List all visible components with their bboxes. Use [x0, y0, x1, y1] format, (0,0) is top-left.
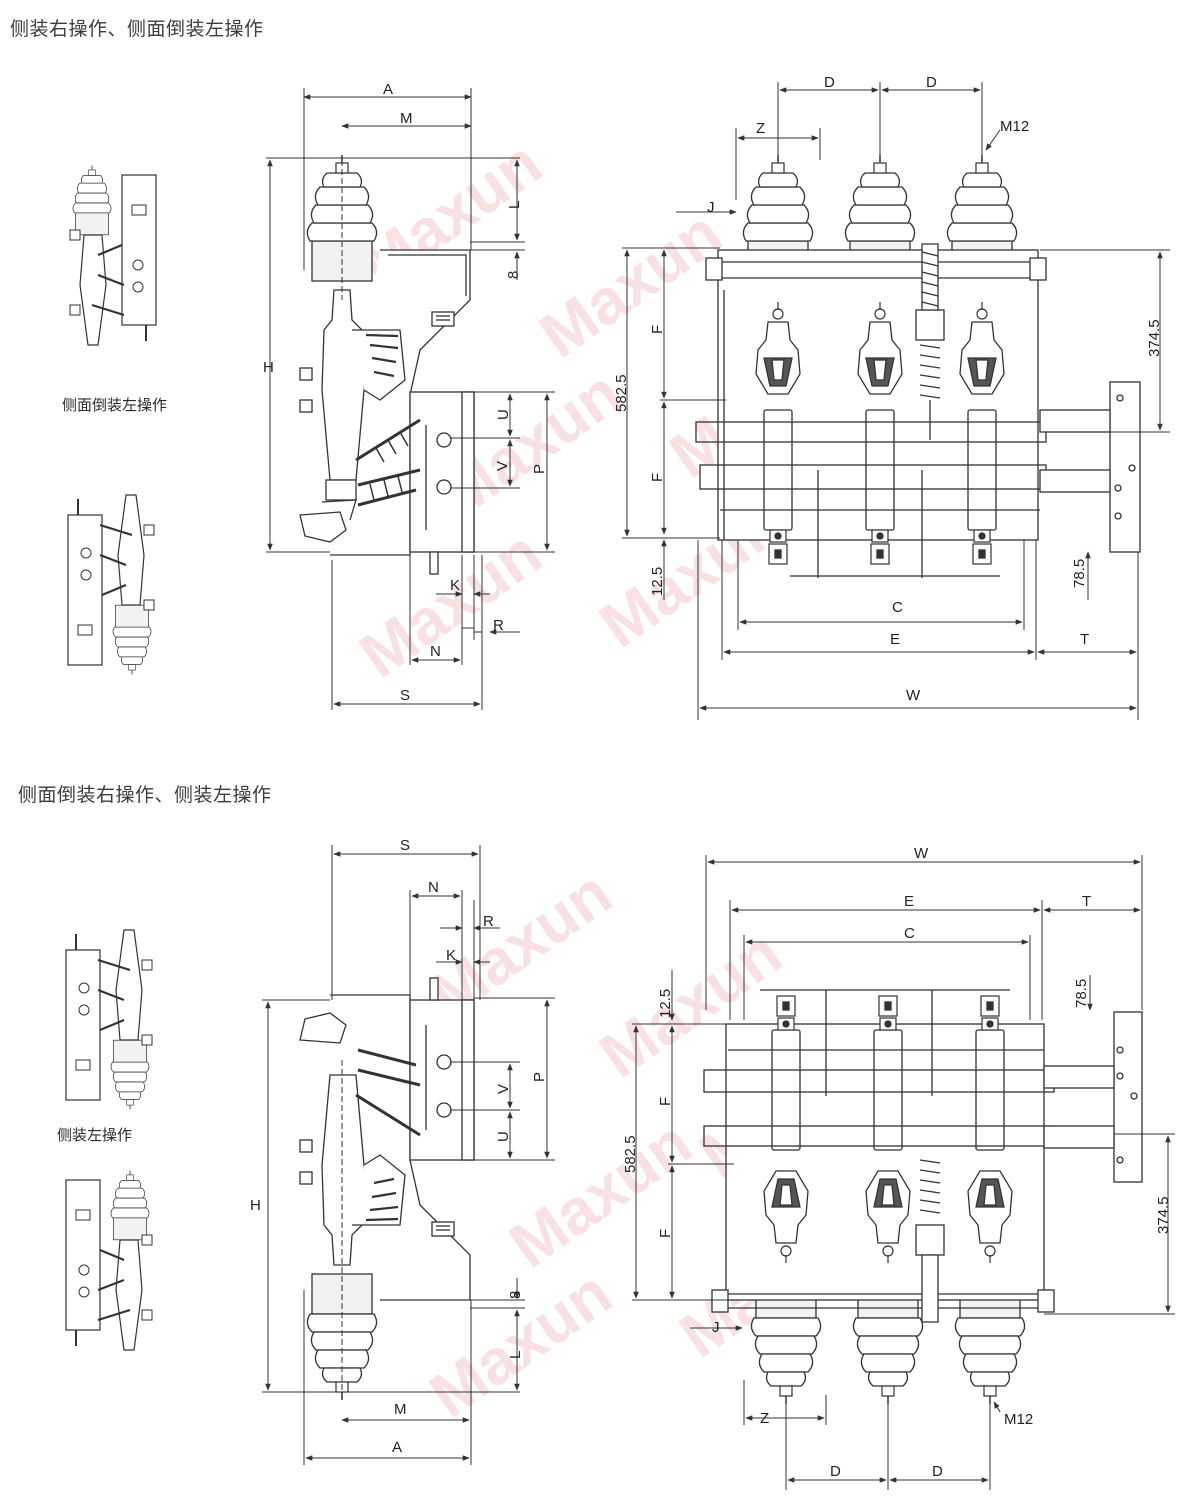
dim-label-p: P	[531, 1072, 548, 1082]
dim-label-u: U	[495, 409, 512, 420]
side-view-top	[299, 154, 475, 575]
dim-label-374-5: 374.5	[1146, 319, 1163, 357]
dim-label-k: K	[450, 577, 460, 594]
dim-label-f: F	[649, 325, 666, 334]
dim-label-l: L	[506, 201, 523, 209]
dim-label-78-5: 78.5	[1071, 559, 1088, 588]
dim-label-v: V	[494, 461, 511, 471]
dim-label-m12: M12	[1000, 118, 1029, 135]
dim-label-l: L	[507, 1351, 524, 1359]
dim-label-z: Z	[756, 120, 765, 137]
section-bottom-subcaption: 侧装左操作	[57, 1126, 133, 1144]
dim-label-e: E	[904, 893, 914, 910]
dim-label-p: P	[531, 464, 548, 474]
section-top-title: 侧装右操作、侧面倒装左操作	[10, 18, 264, 40]
dim-label-t: T	[1080, 631, 1089, 648]
dim-label-78-5: 78.5	[1073, 979, 1090, 1008]
dim-label-r: R	[493, 617, 504, 634]
dim-label-h: H	[263, 359, 274, 376]
dim-label-n: N	[428, 879, 439, 896]
front-view-bottom-dimensions	[632, 855, 1175, 1490]
dim-label-f: F	[657, 1229, 674, 1238]
side-view-bottom-labels: S N R K P V U H 8 L M A	[250, 837, 548, 1456]
dim-label-582-5: 582.5	[613, 374, 630, 412]
dim-label-d: D	[932, 1463, 943, 1480]
front-view-bottom	[703, 989, 1143, 1404]
dim-label-m: M	[400, 110, 413, 127]
dim-label-f: F	[649, 473, 666, 482]
dim-label-t: T	[1082, 893, 1091, 910]
side-view-bottom	[299, 977, 475, 1400]
dim-label-12-5: 12.5	[649, 567, 666, 596]
dim-label-d: D	[830, 1463, 841, 1480]
dim-label-d: D	[926, 74, 937, 91]
section-top-subcaption: 侧面倒装左操作	[62, 396, 168, 414]
dim-label-a: A	[383, 81, 393, 98]
dim-label-j: J	[712, 1319, 720, 1336]
watermark: Maxun	[527, 196, 734, 371]
dim-label-n: N	[430, 643, 441, 660]
dim-label-582-5: 582.5	[622, 1135, 639, 1173]
dim-label-w: W	[914, 845, 929, 862]
front-view-bottom-labels: W E T C 12.5 78.5 582.5 F F 374.5 J Z M1…	[622, 845, 1172, 1480]
dim-label-r: R	[483, 913, 494, 930]
front-view-top	[695, 154, 1141, 578]
dim-label-f: F	[657, 1097, 674, 1106]
dim-label-c: C	[904, 925, 915, 942]
dim-label-u: U	[495, 1131, 512, 1142]
side-view-top-labels: A M H L 8 U V P K R N S	[263, 81, 548, 704]
dim-label-a: A	[392, 1439, 402, 1456]
thumbnail-inverted-left	[68, 495, 154, 675]
dim-label-8: 8	[507, 1291, 524, 1299]
thumbnail-inverted-right	[66, 930, 152, 1110]
front-view-top-labels: D D Z M12 J 582.5 F F 12.5 374.5 78.5 C …	[613, 74, 1163, 704]
dim-label-c: C	[892, 599, 903, 616]
section-bottom-title: 侧面倒装右操作、侧装左操作	[18, 784, 272, 806]
dim-label-d: D	[824, 74, 835, 91]
dim-label-s: S	[400, 837, 410, 854]
dim-label-12-5: 12.5	[657, 989, 674, 1018]
dim-label-m: M	[394, 1401, 407, 1418]
dim-label-w: W	[906, 687, 921, 704]
thumbnail-side-left	[66, 1171, 152, 1351]
side-view-top-dimensions	[266, 88, 555, 710]
watermark: Maxun	[497, 1106, 704, 1281]
dim-label-j: J	[707, 199, 715, 216]
side-view-bottom-dimensions	[262, 845, 555, 1465]
dim-label-z: Z	[760, 1410, 769, 1427]
dim-label-k: K	[446, 947, 456, 964]
dim-label-374-5: 374.5	[1155, 1196, 1172, 1234]
dim-label-m12: M12	[1004, 1411, 1033, 1428]
front-view-top-dimensions	[622, 82, 1170, 720]
dim-label-v: V	[495, 1084, 512, 1094]
dim-label-e: E	[890, 631, 900, 648]
dim-label-8: 8	[505, 271, 522, 279]
dim-label-h: H	[250, 1197, 261, 1214]
thumbnail-side-right	[70, 166, 156, 346]
dim-label-s: S	[400, 687, 410, 704]
